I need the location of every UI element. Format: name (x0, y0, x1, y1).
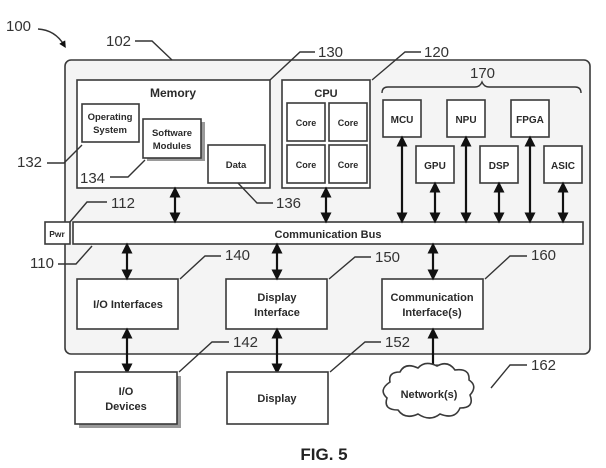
ref-140: 140 (225, 247, 250, 264)
ref-112: 112 (111, 195, 135, 212)
leader-110 (58, 245, 93, 265)
ref-100: 100 (6, 18, 31, 35)
leader-130 (269, 51, 315, 81)
ref-170: 170 (470, 65, 495, 82)
leader-132 (47, 144, 83, 164)
leader-142 (178, 341, 229, 373)
os-line2: System (93, 125, 127, 136)
leader-134 (110, 159, 146, 178)
ref-160: 160 (531, 247, 556, 264)
core-3-label: Core (296, 160, 317, 170)
leader-136 (237, 182, 273, 204)
core-1-label: Core (296, 118, 317, 128)
mcu-label: MCU (391, 115, 414, 126)
core-3 (286, 144, 326, 184)
leader-150 (328, 256, 371, 280)
leader-102 (135, 40, 173, 61)
power-block (44, 221, 71, 245)
core-2 (328, 102, 368, 142)
software-line2: Modules (153, 141, 192, 152)
ref-152: 152 (385, 334, 410, 351)
software-line1: Software (152, 128, 192, 139)
bus-label: Communication Bus (275, 229, 382, 241)
comm-interface-line1: Communication (390, 292, 473, 304)
system-pointer-arrow (37, 28, 66, 49)
display-interface-block (225, 278, 328, 330)
network-label: Network(s) (401, 389, 458, 401)
ref-142: 142 (233, 334, 258, 351)
os-block (81, 103, 140, 143)
network-cloud (382, 362, 475, 419)
display-label: Display (257, 393, 297, 405)
core-2-label: Core (338, 118, 359, 128)
core-4-label: Core (338, 160, 359, 170)
display-interface-line2: Interface (254, 307, 300, 319)
fpga-label: FPGA (516, 115, 544, 126)
display-interface-line1: Display (257, 292, 297, 304)
display-block (226, 371, 329, 425)
os-line1: Operating (88, 112, 133, 123)
ref-162: 162 (531, 357, 556, 374)
io-devices-block (74, 371, 178, 425)
software-modules-block (142, 118, 202, 159)
io-devices-line2: Devices (105, 401, 147, 413)
npu-label: NPU (455, 115, 476, 126)
gpu-label: GPU (424, 161, 446, 172)
accelerator-brace (381, 80, 582, 94)
figure-caption: FIG. 5 (300, 445, 347, 464)
dsp-label: DSP (489, 161, 510, 172)
leader-120 (371, 51, 421, 81)
power-label: Pwr (49, 229, 65, 239)
comm-interface-line2: Interface(s) (402, 307, 462, 319)
ref-130: 130 (318, 44, 343, 61)
communication-interface-block (381, 278, 484, 330)
data-label: Data (226, 160, 247, 171)
core-1 (286, 102, 326, 142)
ref-110: 110 (30, 255, 54, 272)
leader-160 (484, 255, 527, 280)
leader-152 (329, 341, 381, 373)
data-block (207, 144, 266, 184)
ref-134: 134 (80, 170, 105, 187)
mcu-block (382, 99, 422, 138)
ref-136: 136 (276, 195, 301, 212)
ref-132: 132 (17, 154, 42, 171)
cpu-title: CPU (314, 88, 337, 100)
ref-102: 102 (106, 33, 131, 50)
gpu-block (415, 145, 455, 184)
leader-140 (179, 255, 221, 280)
io-devices-line1: I/O (119, 386, 134, 398)
io-interfaces-block (76, 278, 179, 330)
ref-120: 120 (424, 44, 449, 61)
core-4 (328, 144, 368, 184)
io-interfaces-label: I/O Interfaces (93, 299, 163, 311)
asic-label: ASIC (551, 161, 575, 172)
memory-title: Memory (150, 86, 196, 100)
ref-150: 150 (375, 249, 400, 266)
leader-162 (490, 364, 527, 389)
leader-112 (69, 201, 107, 223)
